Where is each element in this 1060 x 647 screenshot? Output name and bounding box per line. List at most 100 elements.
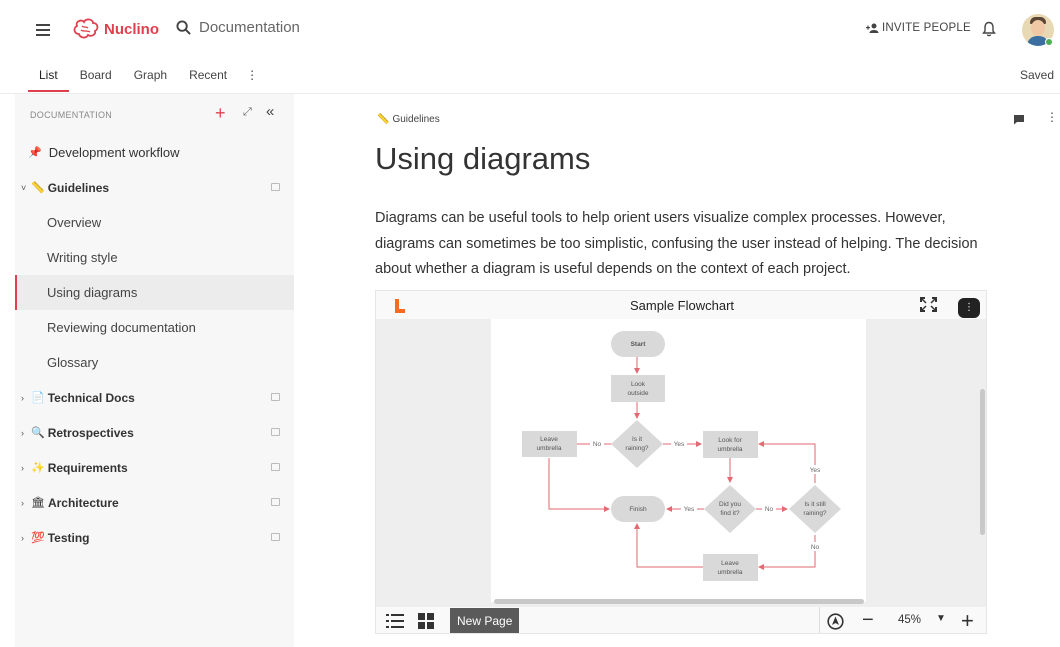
search-input[interactable] bbox=[199, 19, 339, 36]
chevron-right-icon[interactable]: › bbox=[21, 532, 24, 543]
tab-list[interactable]: List bbox=[28, 62, 69, 92]
search-box[interactable] bbox=[176, 19, 339, 36]
node-start bbox=[611, 331, 665, 357]
comments-icon[interactable] bbox=[1013, 112, 1025, 130]
zoom-level[interactable]: 45% bbox=[898, 614, 922, 626]
add-person-icon bbox=[866, 23, 879, 33]
pin-icon: 📌 bbox=[28, 147, 42, 159]
ruler-icon: 📏 bbox=[377, 114, 390, 125]
sidebar-item-retrospectives[interactable]: › 🔍 Retrospectives bbox=[15, 415, 294, 450]
svg-text:Leave: Leave bbox=[540, 436, 558, 443]
svg-text:outside: outside bbox=[628, 390, 649, 397]
sidebar-item-requirements[interactable]: › ✨ Requirements bbox=[15, 450, 294, 485]
document-icon: 📄 bbox=[31, 392, 45, 404]
view-tabs: List Board Graph Recent ⋮ bbox=[28, 62, 266, 92]
svg-text:Finish: Finish bbox=[629, 506, 647, 513]
chevron-right-icon[interactable]: › bbox=[21, 392, 24, 403]
new-page-button[interactable]: New Page bbox=[450, 608, 520, 633]
notifications-bell-icon[interactable] bbox=[982, 21, 996, 42]
sidebar-item-reviewing-documentation[interactable]: Reviewing documentation bbox=[47, 320, 196, 335]
node-look-outside bbox=[611, 375, 665, 402]
tab-graph[interactable]: Graph bbox=[133, 68, 168, 82]
diagram-header: Sample Flowchart ⋮ bbox=[376, 291, 986, 319]
brand-name: Nuclino bbox=[104, 20, 159, 38]
more-vertical-icon[interactable]: ⋮ bbox=[1046, 110, 1058, 124]
svg-text:Look for: Look for bbox=[718, 437, 742, 444]
top-bar: Nuclino INVITE PEOPLE bbox=[0, 0, 1060, 60]
diagram-embed[interactable]: Sample Flowchart ⋮ bbox=[375, 290, 987, 634]
sidebar-item-guidelines[interactable]: ˅ 📏 Guidelines bbox=[15, 170, 294, 205]
sidebar-heading: DOCUMENTATION bbox=[30, 110, 113, 120]
zoom-out-button[interactable]: − bbox=[862, 609, 874, 631]
body-paragraph[interactable]: Diagrams can be useful tools to help ori… bbox=[375, 210, 978, 277]
svg-text:No: No bbox=[765, 506, 774, 513]
node-did-you-find-it bbox=[704, 485, 756, 533]
sidebar-item-technical-docs[interactable]: › 📄 Technical Docs bbox=[15, 380, 294, 415]
chevron-down-icon[interactable]: ˅ bbox=[21, 182, 27, 193]
svg-text:Is it: Is it bbox=[632, 436, 642, 443]
copy-icon[interactable] bbox=[271, 393, 280, 401]
expand-icon[interactable]: ⤢ bbox=[243, 106, 252, 118]
sidebar-item-development-workflow[interactable]: 📌 Development workflow bbox=[28, 145, 180, 160]
svg-text:find it?: find it? bbox=[720, 510, 740, 517]
page-title[interactable]: Using diagrams bbox=[375, 141, 591, 176]
more-vertical-icon[interactable]: ⋮ bbox=[246, 68, 259, 82]
navigate-icon[interactable] bbox=[827, 613, 844, 630]
copy-icon[interactable] bbox=[271, 183, 280, 191]
svg-text:No: No bbox=[593, 441, 602, 448]
grid-view-icon[interactable] bbox=[418, 613, 434, 629]
svg-text:raining?: raining? bbox=[803, 510, 827, 517]
node-leave-umbrella-1 bbox=[522, 431, 577, 457]
svg-text:Did you: Did you bbox=[719, 501, 741, 508]
copy-icon[interactable] bbox=[271, 498, 280, 506]
caret-down-icon[interactable]: ▼ bbox=[936, 613, 946, 624]
node-finish bbox=[611, 496, 665, 522]
copy-icon[interactable] bbox=[271, 463, 280, 471]
sidebar-item-glossary[interactable]: Glossary bbox=[47, 355, 99, 370]
sidebar-item-using-diagrams[interactable]: Using diagrams bbox=[15, 275, 294, 310]
invite-label: INVITE PEOPLE bbox=[882, 22, 971, 34]
svg-text:Is it still: Is it still bbox=[804, 501, 826, 508]
sidebar-item-overview[interactable]: Overview bbox=[47, 215, 102, 230]
copy-icon[interactable] bbox=[271, 428, 280, 436]
logo[interactable]: Nuclino bbox=[72, 18, 159, 40]
sidebar-item-testing[interactable]: › 💯 Testing bbox=[15, 520, 294, 555]
horizontal-scrollbar[interactable] bbox=[494, 599, 864, 604]
sidebar-item-architecture[interactable]: › 🏛 Architecture bbox=[15, 485, 294, 520]
chevron-right-icon[interactable]: › bbox=[21, 497, 24, 508]
chevron-right-icon[interactable]: › bbox=[21, 427, 24, 438]
search-icon bbox=[176, 20, 191, 35]
building-icon: 🏛 bbox=[31, 497, 45, 509]
edge-still-no bbox=[758, 535, 816, 570]
copy-icon[interactable] bbox=[271, 533, 280, 541]
diagram-footer: New Page − 45% ▼ + bbox=[376, 607, 986, 633]
add-item-button[interactable]: + bbox=[215, 103, 226, 123]
node-leave-umbrella-2 bbox=[703, 554, 758, 581]
sidebar: DOCUMENTATION + ⤢ « 📌 Development workfl… bbox=[15, 94, 294, 647]
diagram-canvas[interactable]: Start Look outside Is it raining? Leave … bbox=[491, 319, 866, 602]
sidebar-item-writing-style[interactable]: Writing style bbox=[47, 250, 118, 265]
chevron-right-icon[interactable]: › bbox=[21, 462, 24, 473]
collapse-sidebar-icon[interactable]: « bbox=[266, 103, 275, 120]
vertical-scrollbar[interactable] bbox=[980, 389, 985, 535]
tab-recent[interactable]: Recent bbox=[189, 68, 228, 82]
svg-text:Yes: Yes bbox=[810, 467, 821, 474]
brain-icon bbox=[73, 18, 99, 39]
online-status-dot bbox=[1045, 38, 1053, 46]
divider bbox=[0, 93, 1060, 94]
page-list-icon[interactable] bbox=[386, 613, 404, 629]
save-status: Saved bbox=[1020, 68, 1055, 82]
ruler-icon: 📏 bbox=[31, 182, 45, 194]
edge-leave2-finish bbox=[634, 523, 703, 568]
zoom-in-button[interactable]: + bbox=[961, 608, 974, 633]
invite-people-button[interactable]: INVITE PEOPLE bbox=[866, 22, 971, 34]
svg-text:raining?: raining? bbox=[625, 445, 649, 452]
fullscreen-icon[interactable] bbox=[920, 297, 937, 312]
sparkles-icon: ✨ bbox=[31, 462, 45, 474]
tab-board[interactable]: Board bbox=[79, 68, 112, 82]
diagram-title: Sample Flowchart bbox=[629, 298, 735, 313]
lucid-logo-icon bbox=[395, 299, 405, 313]
menu-icon[interactable] bbox=[36, 24, 50, 36]
breadcrumb[interactable]: 📏 Guidelines bbox=[377, 114, 440, 125]
diagram-menu-button[interactable]: ⋮ bbox=[958, 298, 980, 318]
